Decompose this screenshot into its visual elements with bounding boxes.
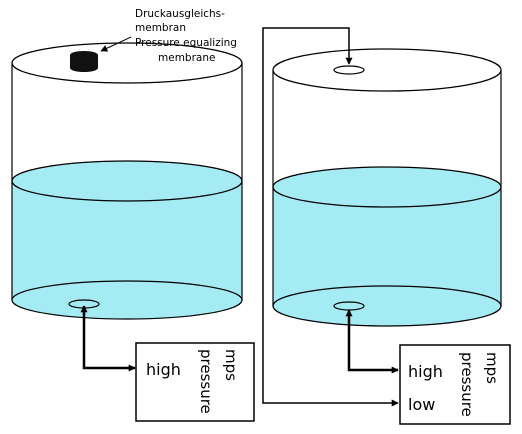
membrane-label-de-2: membran	[135, 22, 186, 34]
right-low-pressure-tube	[262, 27, 399, 407]
left-pressure-line	[80, 305, 136, 372]
left-tank-liquid-bottom	[12, 281, 242, 319]
right-tank-top-port	[333, 65, 365, 75]
left-sensor-box	[135, 342, 255, 422]
membrane-top	[70, 51, 98, 59]
right-sensor-port-high: high	[408, 362, 443, 381]
right-tank	[272, 48, 502, 327]
left-tank-liquid-surface	[11, 160, 243, 202]
right-sensor-port-low: low	[408, 395, 435, 414]
left-high-pressure-tube	[80, 305, 136, 372]
membrane-callout: Druckausgleichs- membran Pressure equali…	[100, 8, 237, 64]
membrane-label-en: Pressure equalizing	[135, 37, 237, 49]
right-sensor-type: pressure	[458, 352, 476, 417]
membrane-label-de: Druckausgleichs-	[135, 8, 225, 20]
right-sensor-name: mps	[483, 352, 501, 384]
right-sensor: high low mps pressure	[399, 344, 511, 425]
left-sensor-name: mps	[222, 349, 240, 381]
left-tank-lid	[11, 42, 243, 84]
left-sensor-port-high: high	[146, 360, 181, 379]
membrane-label-en-2: membrane	[158, 52, 215, 64]
pressure-equalizing-membrane	[70, 51, 98, 72]
right-tank-liquid-surface	[272, 166, 502, 208]
membrane-callout-arrow	[100, 36, 132, 52]
right-sensor-box	[399, 344, 511, 425]
membrane-base	[70, 64, 98, 72]
right-pressure-lines	[262, 27, 399, 407]
left-sensor: high mps pressure	[135, 342, 255, 422]
left-sensor-type: pressure	[197, 349, 215, 414]
left-tank	[11, 42, 243, 320]
right-tank-lid	[272, 48, 502, 92]
